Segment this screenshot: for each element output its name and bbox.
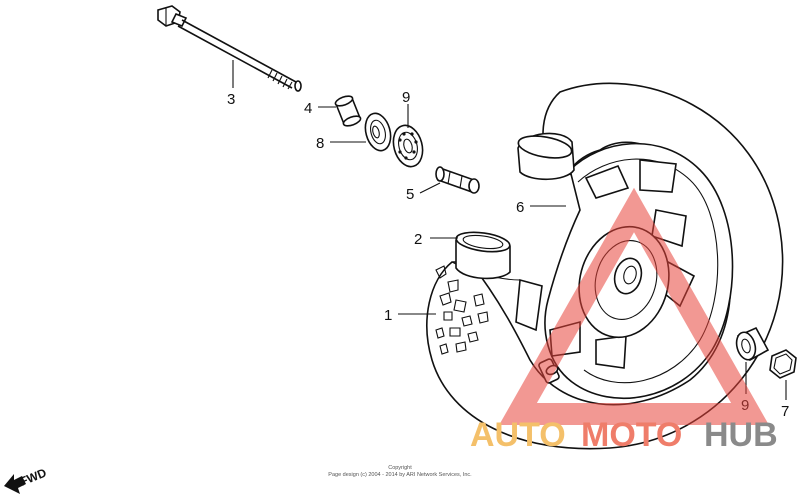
axle-nut (769, 349, 797, 379)
leader-lines (232, 60, 787, 400)
watermark-part-moto: MOTO (581, 416, 682, 454)
callout-6[interactable]: 6 (516, 199, 524, 216)
axle-bolt (157, 5, 302, 92)
copyright-line2: Page design (c) 2004 - 2014 by ARI Netwo… (328, 472, 472, 478)
callout-2[interactable]: 2 (414, 231, 422, 248)
collar (334, 95, 362, 127)
watermark-part-hub: HUB (704, 416, 778, 454)
axle-sleeve (455, 231, 511, 280)
rear-sleeve (517, 132, 575, 181)
tire-tread (435, 265, 489, 355)
callout-4[interactable]: 4 (304, 100, 312, 117)
fwd-label: FWD (18, 465, 49, 488)
bearing-left (392, 124, 424, 168)
callout-1[interactable]: 1 (384, 307, 392, 324)
callout-7[interactable]: 7 (781, 403, 789, 420)
dust-seal (364, 112, 392, 152)
watermark-part-auto: AUTO (470, 416, 566, 454)
callout-5[interactable]: 5 (406, 186, 414, 203)
spoke-openings (515, 159, 696, 369)
distance-collar (435, 166, 480, 194)
fwd-arrow-icon (4, 474, 26, 494)
copyright-line1: Copyright (388, 465, 412, 471)
callout-8[interactable]: 8 (316, 135, 324, 152)
fwd-indicator: FWD (4, 465, 49, 494)
bearing-right (735, 326, 770, 362)
callout-3[interactable]: 3 (227, 91, 235, 108)
watermark-logo: AUTO MOTO HUB (470, 187, 778, 454)
callout-9-bearing-left[interactable]: 9 (402, 89, 410, 106)
